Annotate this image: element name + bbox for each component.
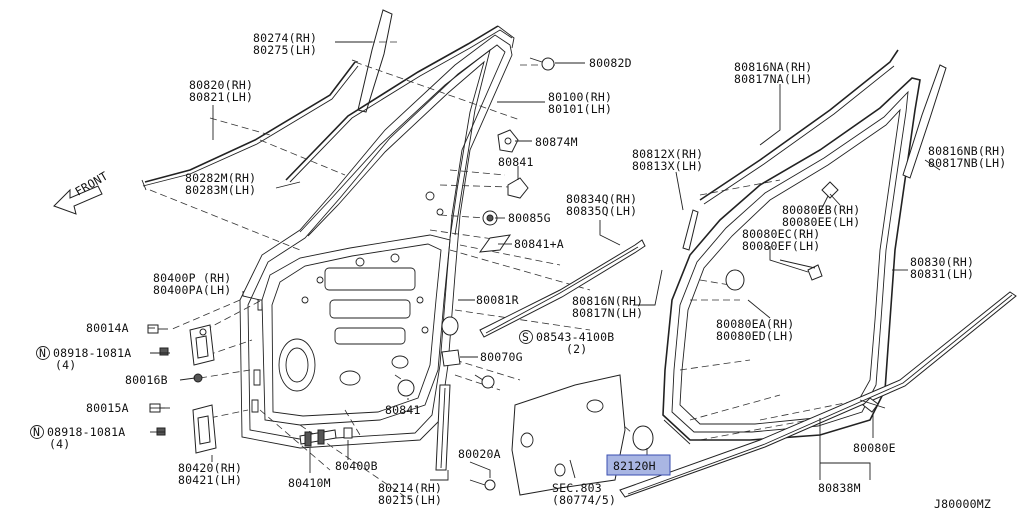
label-08918-lower-qty: (4) (49, 437, 70, 451)
check-link (299, 429, 337, 447)
label-80817n[interactable]: 80817N(LH) (572, 306, 643, 320)
label-80214[interactable]: 80214(RH) (378, 481, 442, 495)
plug-80081r (441, 316, 459, 336)
window-moldings (141, 9, 515, 191)
label-80821[interactable]: 80821(LH) (189, 90, 253, 104)
grommet-80874m (497, 129, 519, 153)
label-80080ee[interactable]: 80080EE(LH) (782, 215, 860, 229)
label-80080ed[interactable]: 80080ED(LH) (716, 329, 794, 343)
label-80400pa[interactable]: 80400PA(LH) (153, 283, 231, 297)
label-08918-upper-qty: (4) (55, 358, 76, 372)
label-80080e[interactable]: 80080E (853, 441, 896, 455)
label-80101[interactable]: 80101(LH) (548, 102, 612, 116)
bolt-80016b (193, 373, 203, 383)
label-80082d[interactable]: 80082D (589, 56, 632, 70)
clips-right (725, 181, 886, 413)
hinge-upper (189, 324, 215, 366)
label-08918-upper[interactable]: 08918-1081A (53, 346, 131, 360)
part-labels: 80274(RH) 80275(LH) 80820(RH) 80821(LH) … (47, 31, 1006, 510)
label-80080ec[interactable]: 80080EC(RH) (742, 227, 820, 241)
nut-lower (156, 427, 166, 436)
label-80282m[interactable]: 80282M(RH) (185, 171, 256, 185)
nut-symbol-text-lower: N (33, 425, 40, 439)
nut-symbol-text-upper: N (39, 346, 46, 360)
label-80410m[interactable]: 80410M (288, 476, 331, 490)
belt-molding (479, 239, 646, 338)
screw-80020a (469, 479, 496, 491)
label-80816nb[interactable]: 80816NB(RH) (928, 144, 1006, 158)
label-80421[interactable]: 80421(LH) (178, 473, 242, 487)
label-80841a[interactable]: 80841+A (514, 237, 564, 251)
leader-lines (148, 41, 941, 481)
label-80841-top[interactable]: 80841 (498, 155, 534, 169)
label-80838m[interactable]: 80838M (818, 481, 861, 495)
label-80014a[interactable]: 80014A (86, 321, 129, 335)
seal-80841-top (507, 177, 529, 199)
b-pillar-strip (902, 64, 947, 179)
screw-symbol-text: S (522, 330, 529, 344)
screw-08543 (474, 374, 495, 389)
label-80400b[interactable]: 80400B (335, 459, 378, 473)
clip-80082d (529, 57, 555, 71)
nut-upper (159, 347, 169, 356)
label-80841-bottom[interactable]: 80841 (385, 403, 421, 417)
label-80015a[interactable]: 80015A (86, 401, 129, 415)
plug-80841-bottom (397, 379, 415, 397)
label-80085g[interactable]: 80085G (508, 211, 551, 225)
a-pillar-strip (682, 209, 699, 251)
front-direction-arrow (53, 185, 103, 215)
label-08543[interactable]: 08543-4100B (536, 330, 614, 344)
label-sec803-ref: (80774/5) (552, 493, 616, 507)
label-80874m[interactable]: 80874M (535, 135, 578, 149)
label-80070g[interactable]: 80070G (480, 350, 523, 364)
label-80274[interactable]: 80274(RH) (253, 31, 317, 45)
nut-symbol-lower: N (30, 425, 44, 439)
label-80275[interactable]: 80275(LH) (253, 43, 317, 57)
front-door-shell (239, 34, 513, 449)
sealing-screen (511, 374, 654, 496)
label-sec803[interactable]: SEC.803 (552, 481, 602, 495)
label-80400p[interactable]: 80400P (RH) (153, 271, 231, 285)
label-08543-qty: (2) (566, 342, 587, 356)
label-80080ef[interactable]: 80080EF(LH) (742, 239, 820, 253)
label-80817na[interactable]: 80817NA(LH) (734, 72, 812, 86)
label-80830[interactable]: 80830(RH) (910, 255, 974, 269)
label-82120h[interactable]: 82120H (613, 459, 656, 473)
label-80283m[interactable]: 80283M(LH) (185, 183, 256, 197)
highlighted-part-box (606, 454, 671, 476)
nut-symbol-upper: N (36, 346, 50, 360)
roof-drip-molding (699, 49, 899, 205)
label-80420[interactable]: 80420(RH) (178, 461, 242, 475)
label-80835q[interactable]: 80835Q(LH) (566, 204, 637, 218)
diagram-code: J80000MZ (934, 497, 991, 510)
label-80100[interactable]: 80100(RH) (548, 90, 612, 104)
screw-symbol: S (519, 330, 533, 344)
label-80831[interactable]: 80831(LH) (910, 267, 974, 281)
body-opening-weatherstrip (662, 77, 921, 445)
plug-80085g (482, 210, 498, 226)
hinge-lower (192, 404, 217, 454)
label-80020a[interactable]: 80020A (458, 447, 501, 461)
label-80812x[interactable]: 80812X(RH) (632, 147, 703, 161)
label-80834q[interactable]: 80834Q(RH) (566, 192, 637, 206)
label-80016b[interactable]: 80016B (125, 373, 168, 387)
label-80816na[interactable]: 80816NA(RH) (734, 60, 812, 74)
clip-80400b (343, 427, 353, 439)
seal-80841a (478, 234, 512, 253)
label-80081r[interactable]: 80081R (476, 293, 519, 307)
bolt-80014a (147, 324, 168, 334)
sill-molding (619, 291, 1017, 498)
label-80813x[interactable]: 80813X(LH) (632, 159, 703, 173)
label-80817nb[interactable]: 80817NB(LH) (928, 156, 1006, 170)
clip-80070g (441, 349, 461, 367)
label-80215[interactable]: 80215(LH) (378, 493, 442, 507)
label-80080eb[interactable]: 80080EB(RH) (782, 203, 860, 217)
window-channel (435, 384, 451, 471)
label-80080ea[interactable]: 80080EA(RH) (716, 317, 794, 331)
label-80820[interactable]: 80820(RH) (189, 78, 253, 92)
label-80816n[interactable]: 80816N(RH) (572, 294, 643, 308)
label-08918-lower[interactable]: 08918-1081A (47, 425, 125, 439)
